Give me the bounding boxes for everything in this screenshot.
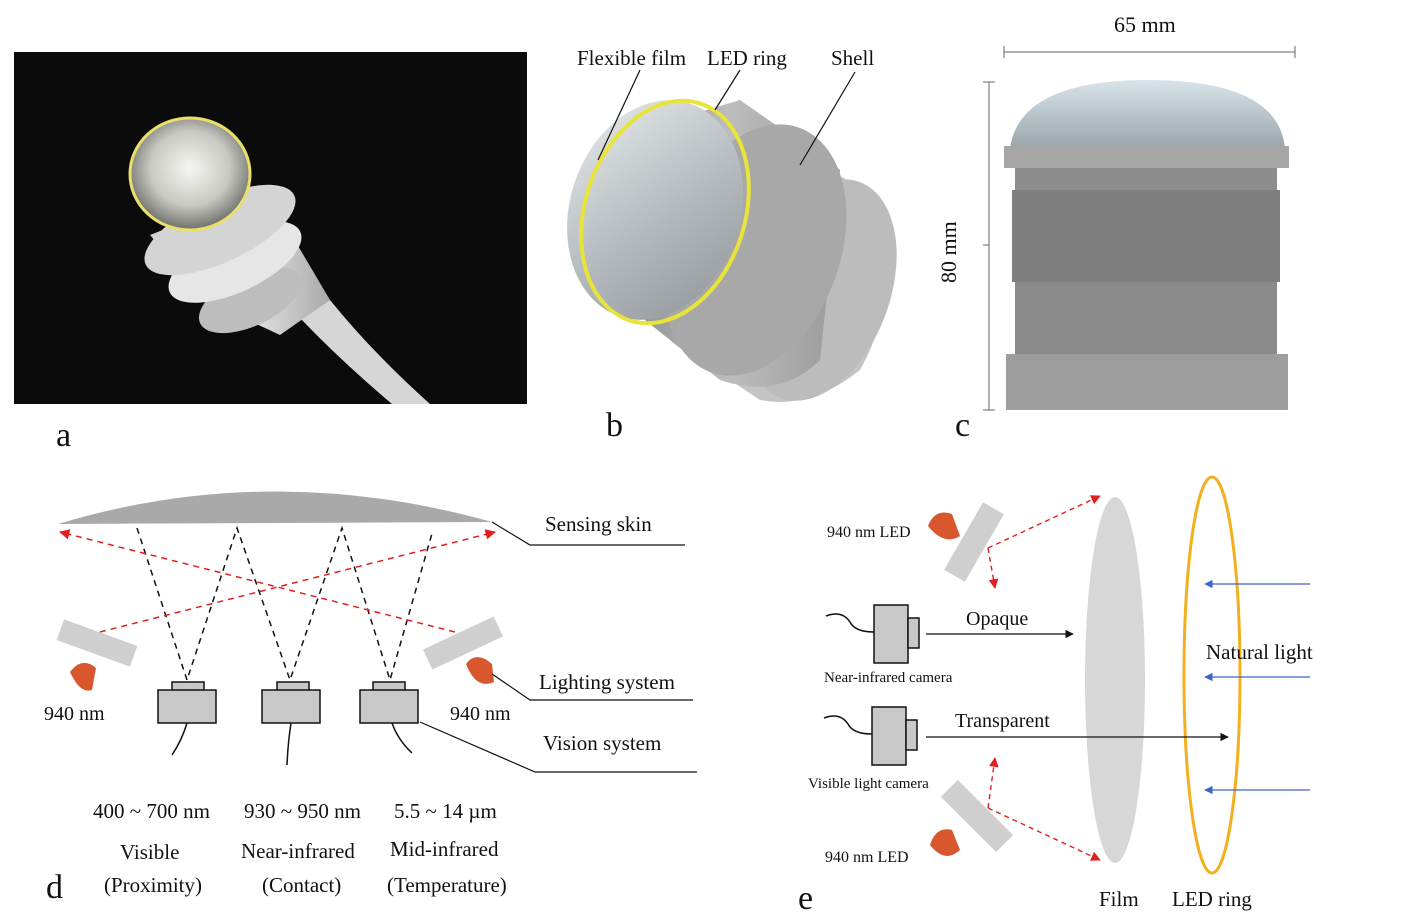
panel-a-photo <box>14 52 527 404</box>
label-940nm-right: 940 nm <box>450 703 511 725</box>
panel-c-sideview <box>983 46 1296 411</box>
label-range-mid-infrared: 5.5 ~ 14 µm <box>394 799 497 823</box>
label-shell: Shell <box>831 46 874 70</box>
label-width-65mm: 65 mm <box>1114 12 1176 37</box>
panel-label-e: e <box>798 880 813 917</box>
label-range-visible: 400 ~ 700 nm <box>93 799 210 823</box>
film-shape <box>1085 497 1145 863</box>
label-role-contact: (Contact) <box>262 873 341 897</box>
panel-label-a: a <box>56 417 71 454</box>
camera-mid-infrared <box>359 681 419 754</box>
label-natural-light: Natural light <box>1206 640 1313 664</box>
label-film: Film <box>1099 887 1139 911</box>
panel-label-c: c <box>955 407 970 444</box>
led-ring-shape <box>1182 475 1242 875</box>
led-top-icon <box>928 512 960 540</box>
camera-near-infrared <box>261 681 321 766</box>
label-led-ring-e: LED ring <box>1172 887 1252 911</box>
sensing-skin-shape <box>58 491 492 524</box>
label-band-near-infrared: Near-infrared <box>241 839 355 863</box>
panel-e-optics <box>823 475 1310 875</box>
label-height-80mm: 80 mm <box>936 221 961 283</box>
panel-b-render <box>567 69 897 402</box>
panel-label-d: d <box>46 869 63 906</box>
label-transparent: Transparent <box>955 710 1050 732</box>
camera-visible-e <box>823 706 918 766</box>
label-flexible-film: Flexible film <box>577 46 686 70</box>
led-bottom-icon <box>930 829 960 856</box>
label-range-near-infrared: 930 ~ 950 nm <box>244 799 361 823</box>
reflector-bottom <box>940 779 1014 853</box>
reflector-right <box>423 616 503 670</box>
label-opaque: Opaque <box>966 608 1028 630</box>
reflector-top <box>944 502 1004 582</box>
label-940nm-left: 940 nm <box>44 703 105 725</box>
panel-label-b: b <box>606 407 623 444</box>
label-940nm-led-bottom: 940 nm LED <box>825 849 909 866</box>
camera-visible <box>157 681 217 756</box>
label-vision-system: Vision system <box>543 731 661 755</box>
label-band-mid-infrared: Mid-infrared <box>390 837 499 861</box>
label-role-temperature: (Temperature) <box>387 873 507 897</box>
led-left-icon <box>70 662 96 691</box>
label-near-infrared-camera: Near-infrared camera <box>824 670 953 686</box>
label-940nm-led-top: 940 nm LED <box>827 524 911 541</box>
panel-d-schematic <box>56 491 697 773</box>
label-lighting-system: Lighting system <box>539 670 675 694</box>
label-sensing-skin: Sensing skin <box>545 512 652 536</box>
label-band-visible: Visible <box>120 840 179 864</box>
label-led-ring-b: LED ring <box>707 46 787 70</box>
led-right-icon <box>466 657 494 684</box>
label-visible-light-camera: Visible light camera <box>808 776 929 792</box>
camera-nir-e <box>825 604 920 664</box>
reflector-left <box>56 619 138 667</box>
label-role-proximity: (Proximity) <box>104 873 202 897</box>
